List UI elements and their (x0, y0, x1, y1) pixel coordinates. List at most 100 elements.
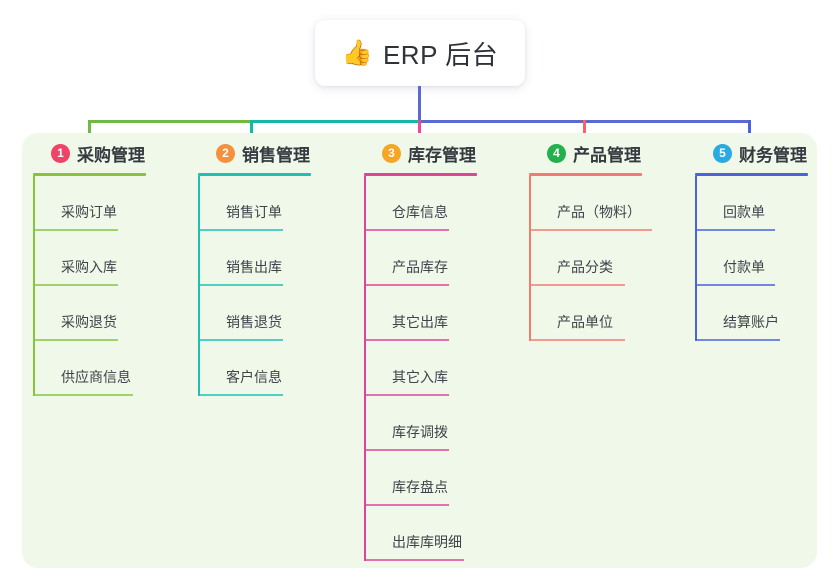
root-node-card[interactable]: 👍 ERP 后台 (315, 20, 525, 86)
leaf-underline (529, 284, 625, 286)
column-header-4[interactable]: 4 产品管理 (529, 140, 642, 166)
leaf-underline (529, 339, 625, 341)
leaf-label: 采购入库 (61, 259, 117, 275)
leaf-item[interactable]: 供应商信息 (33, 343, 146, 398)
leaf-list: 回款单付款单结算账户 (695, 176, 808, 343)
leaf-list: 采购订单采购入库采购退货供应商信息 (33, 176, 146, 398)
column-header-5[interactable]: 5 财务管理 (695, 140, 808, 166)
leaf-label: 产品分类 (557, 259, 613, 275)
connector-bar-segment (250, 120, 421, 123)
leaf-label: 产品（物料） (557, 204, 641, 220)
leaf-spine-line (695, 176, 697, 341)
column-header-2[interactable]: 2 销售管理 (198, 140, 311, 166)
leaf-item[interactable]: 销售订单 (198, 178, 311, 233)
leaf-label: 销售订单 (226, 204, 282, 220)
leaf-label: 供应商信息 (61, 369, 131, 385)
leaf-underline (695, 229, 775, 231)
leaf-list: 仓库信息产品库存其它出库其它入库库存调拨库存盘点出库库明细 (364, 176, 477, 563)
column-badge-2: 2 (216, 143, 235, 163)
leaf-label: 销售退货 (226, 314, 282, 330)
leaf-underline (33, 284, 118, 286)
leaf-underline (364, 559, 464, 561)
leaf-item[interactable]: 销售出库 (198, 233, 311, 288)
leaf-underline (364, 284, 449, 286)
leaf-underline (364, 339, 449, 341)
leaf-label: 客户信息 (226, 369, 282, 385)
leaf-spine-line (33, 176, 35, 396)
leaf-item[interactable]: 付款单 (695, 233, 808, 288)
leaf-item[interactable]: 结算账户 (695, 288, 808, 343)
leaf-item[interactable]: 库存调拨 (364, 398, 477, 453)
leaf-label: 付款单 (723, 259, 765, 275)
leaf-item[interactable]: 产品单位 (529, 288, 642, 343)
leaf-item[interactable]: 产品分类 (529, 233, 642, 288)
leaf-underline (198, 284, 283, 286)
column-underline (364, 173, 477, 176)
leaf-spine-line (364, 176, 366, 561)
leaf-list: 产品（物料） 产品分类产品单位 (529, 176, 652, 343)
column-title: 产品管理 (573, 145, 641, 165)
column-2: 2 销售管理销售订单销售出库销售退货客户信息 (198, 140, 311, 398)
leaf-item[interactable]: 其它入库 (364, 343, 477, 398)
column-underline (33, 173, 146, 176)
leaf-spine-line (529, 176, 531, 341)
leaf-item[interactable]: 采购订单 (33, 178, 146, 233)
column-badge-1: 1 (51, 143, 70, 163)
leaf-label: 其它入库 (392, 369, 448, 385)
leaf-label: 结算账户 (723, 314, 779, 330)
diagram-background-panel (22, 133, 817, 568)
leaf-underline (198, 229, 283, 231)
leaf-underline (364, 394, 449, 396)
column-badge-4: 4 (547, 143, 566, 163)
leaf-spine-line (198, 176, 200, 396)
leaf-underline (695, 339, 780, 341)
column-underline (695, 173, 808, 176)
leaf-underline (364, 449, 449, 451)
leaf-label: 仓库信息 (392, 204, 448, 220)
leaf-label: 采购退货 (61, 314, 117, 330)
leaf-label: 出库库明细 (392, 534, 462, 550)
leaf-item[interactable]: 客户信息 (198, 343, 311, 398)
column-header-1[interactable]: 1 采购管理 (33, 140, 146, 166)
leaf-underline (364, 229, 449, 231)
leaf-label: 销售出库 (226, 259, 282, 275)
column-5: 5 财务管理回款单付款单结算账户 (695, 140, 808, 343)
column-underline (529, 173, 642, 176)
leaf-item[interactable]: 出库库明细 (364, 508, 477, 563)
leaf-underline (198, 394, 283, 396)
column-4: 4 产品管理产品（物料） 产品分类产品单位 (529, 140, 652, 343)
leaf-list: 销售订单销售出库销售退货客户信息 (198, 176, 311, 398)
leaf-underline (33, 339, 118, 341)
leaf-underline (33, 394, 133, 396)
leaf-underline (529, 229, 652, 231)
leaf-item[interactable]: 回款单 (695, 178, 808, 233)
leaf-item[interactable]: 产品库存 (364, 233, 477, 288)
leaf-label: 产品单位 (557, 314, 613, 330)
connector-bar-segment (88, 120, 253, 123)
leaf-label: 库存盘点 (392, 479, 448, 495)
leaf-item[interactable]: 其它出库 (364, 288, 477, 343)
column-title: 财务管理 (739, 145, 807, 165)
leaf-item[interactable]: 采购入库 (33, 233, 146, 288)
leaf-item[interactable]: 销售退货 (198, 288, 311, 343)
leaf-item[interactable]: 采购退货 (33, 288, 146, 343)
leaf-underline (364, 504, 449, 506)
leaf-underline (198, 339, 283, 341)
leaf-label: 采购订单 (61, 204, 117, 220)
column-title: 销售管理 (242, 145, 310, 165)
root-title: ERP 后台 (382, 39, 499, 70)
leaf-label: 回款单 (723, 204, 765, 220)
leaf-label: 其它出库 (392, 314, 448, 330)
leaf-item[interactable]: 产品（物料） (529, 178, 652, 233)
column-title: 采购管理 (77, 145, 145, 165)
leaf-underline (33, 229, 118, 231)
leaf-item[interactable]: 仓库信息 (364, 178, 477, 233)
thumbs-up-icon: 👍 (341, 38, 373, 67)
trunk-connector-line (418, 86, 421, 122)
column-badge-5: 5 (713, 143, 732, 163)
leaf-item[interactable]: 库存盘点 (364, 453, 477, 508)
column-underline (198, 173, 311, 176)
column-1: 1 采购管理采购订单采购入库采购退货供应商信息 (33, 140, 146, 398)
